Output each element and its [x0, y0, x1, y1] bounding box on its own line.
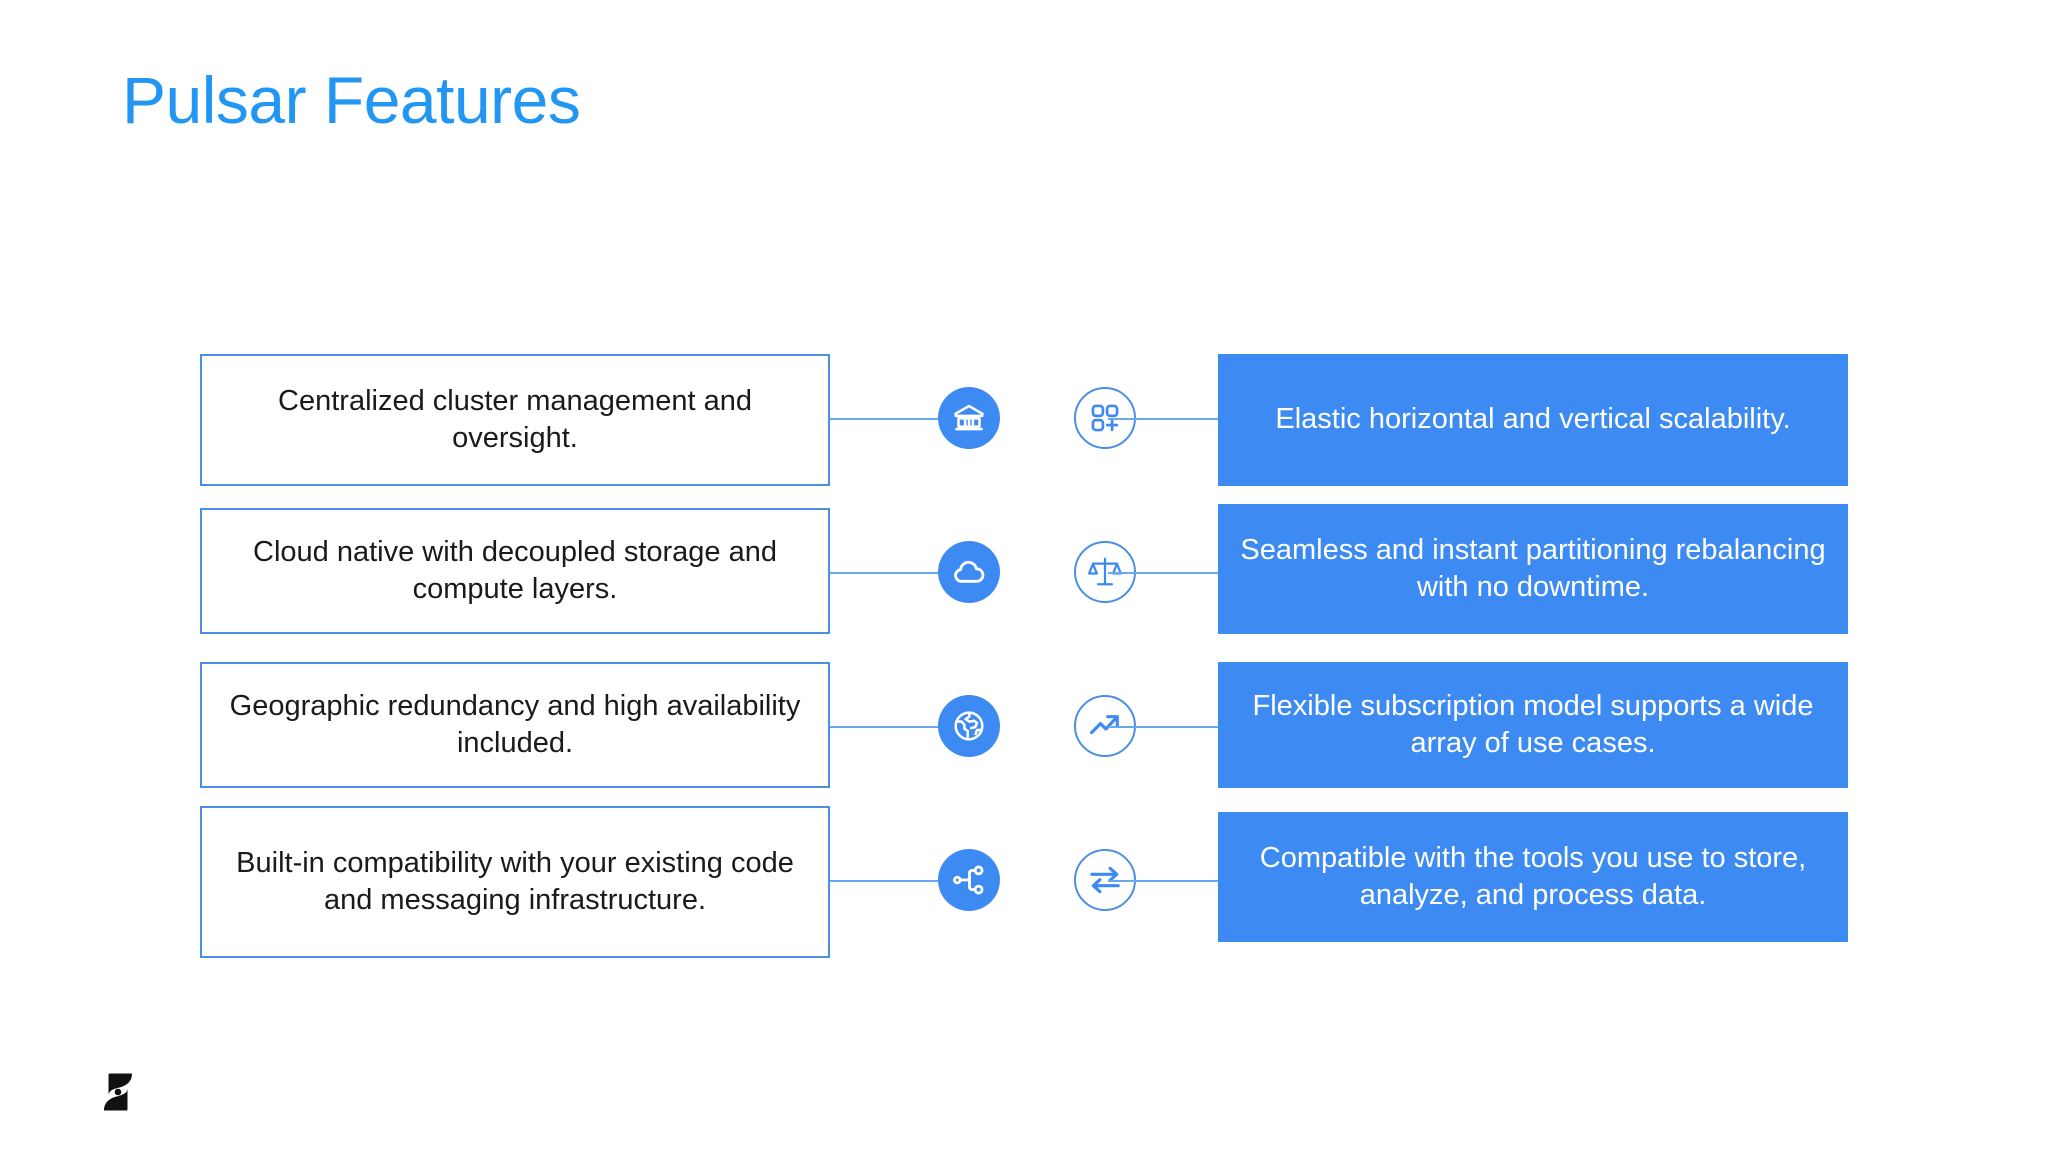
- connector-line-right: [1108, 726, 1220, 728]
- bank-icon[interactable]: [938, 387, 1000, 449]
- network-nodes-icon[interactable]: [938, 849, 1000, 911]
- page-title: Pulsar Features: [122, 63, 581, 137]
- connector-line-right: [1108, 418, 1220, 420]
- connector-line-right: [1108, 572, 1220, 574]
- connector-line-left: [830, 418, 942, 420]
- connector-line-right: [1108, 880, 1220, 882]
- streamnative-s-logo: [96, 1068, 140, 1116]
- feature-box-left[interactable]: Cloud native with decoupled storage and …: [200, 508, 830, 634]
- feature-box-left[interactable]: Geographic redundancy and high availabil…: [200, 662, 830, 788]
- feature-row: Centralized cluster management and overs…: [0, 354, 2048, 486]
- globe-icon[interactable]: [938, 695, 1000, 757]
- feature-box-right[interactable]: Seamless and instant partitioning rebala…: [1218, 504, 1848, 634]
- feature-box-right[interactable]: Compatible with the tools you use to sto…: [1218, 812, 1848, 942]
- connector-line-left: [830, 726, 942, 728]
- feature-box-right[interactable]: Flexible subscription model supports a w…: [1218, 662, 1848, 788]
- feature-row: Cloud native with decoupled storage and …: [0, 504, 2048, 640]
- feature-box-left[interactable]: Centralized cluster management and overs…: [200, 354, 830, 486]
- features-diagram: Centralized cluster management and overs…: [0, 340, 2048, 980]
- feature-row: Built-in compatibility with your existin…: [0, 806, 2048, 958]
- connector-line-left: [830, 880, 942, 882]
- feature-box-left[interactable]: Built-in compatibility with your existin…: [200, 806, 830, 958]
- connector-line-left: [830, 572, 942, 574]
- feature-row: Geographic redundancy and high availabil…: [0, 662, 2048, 794]
- feature-box-right[interactable]: Elastic horizontal and vertical scalabil…: [1218, 354, 1848, 486]
- cloud-icon[interactable]: [938, 541, 1000, 603]
